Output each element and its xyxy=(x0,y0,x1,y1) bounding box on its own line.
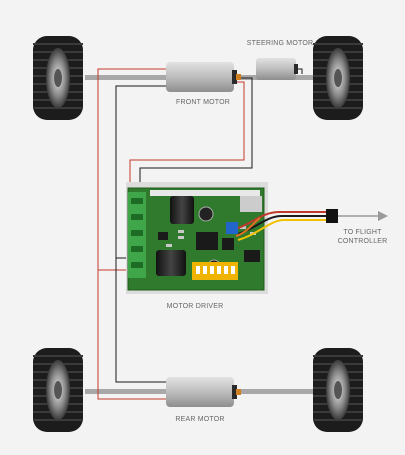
rear-motor-label: REAR MOTOR xyxy=(175,416,225,423)
tire-wheel-icon xyxy=(312,347,364,433)
tire-wheel-icon xyxy=(312,35,364,121)
motor-driver-board xyxy=(126,182,268,294)
flight-controller-label: TO FLIGHT CONTROLLER xyxy=(337,229,388,245)
motor-driver-label: MOTOR DRIVER xyxy=(166,303,224,310)
arrow-right-icon xyxy=(338,211,388,221)
tire-wheel-icon xyxy=(32,35,84,121)
front-motor xyxy=(166,62,241,92)
tire-wheel-icon xyxy=(32,347,84,433)
front-motor-label: FRONT MOTOR xyxy=(175,99,231,106)
signal-cable xyxy=(235,211,326,241)
steering-motor xyxy=(256,58,298,80)
servo-connector xyxy=(326,209,338,223)
rear-motor xyxy=(166,377,241,407)
steering-motor-label: STEERING MOTOR xyxy=(246,40,314,47)
